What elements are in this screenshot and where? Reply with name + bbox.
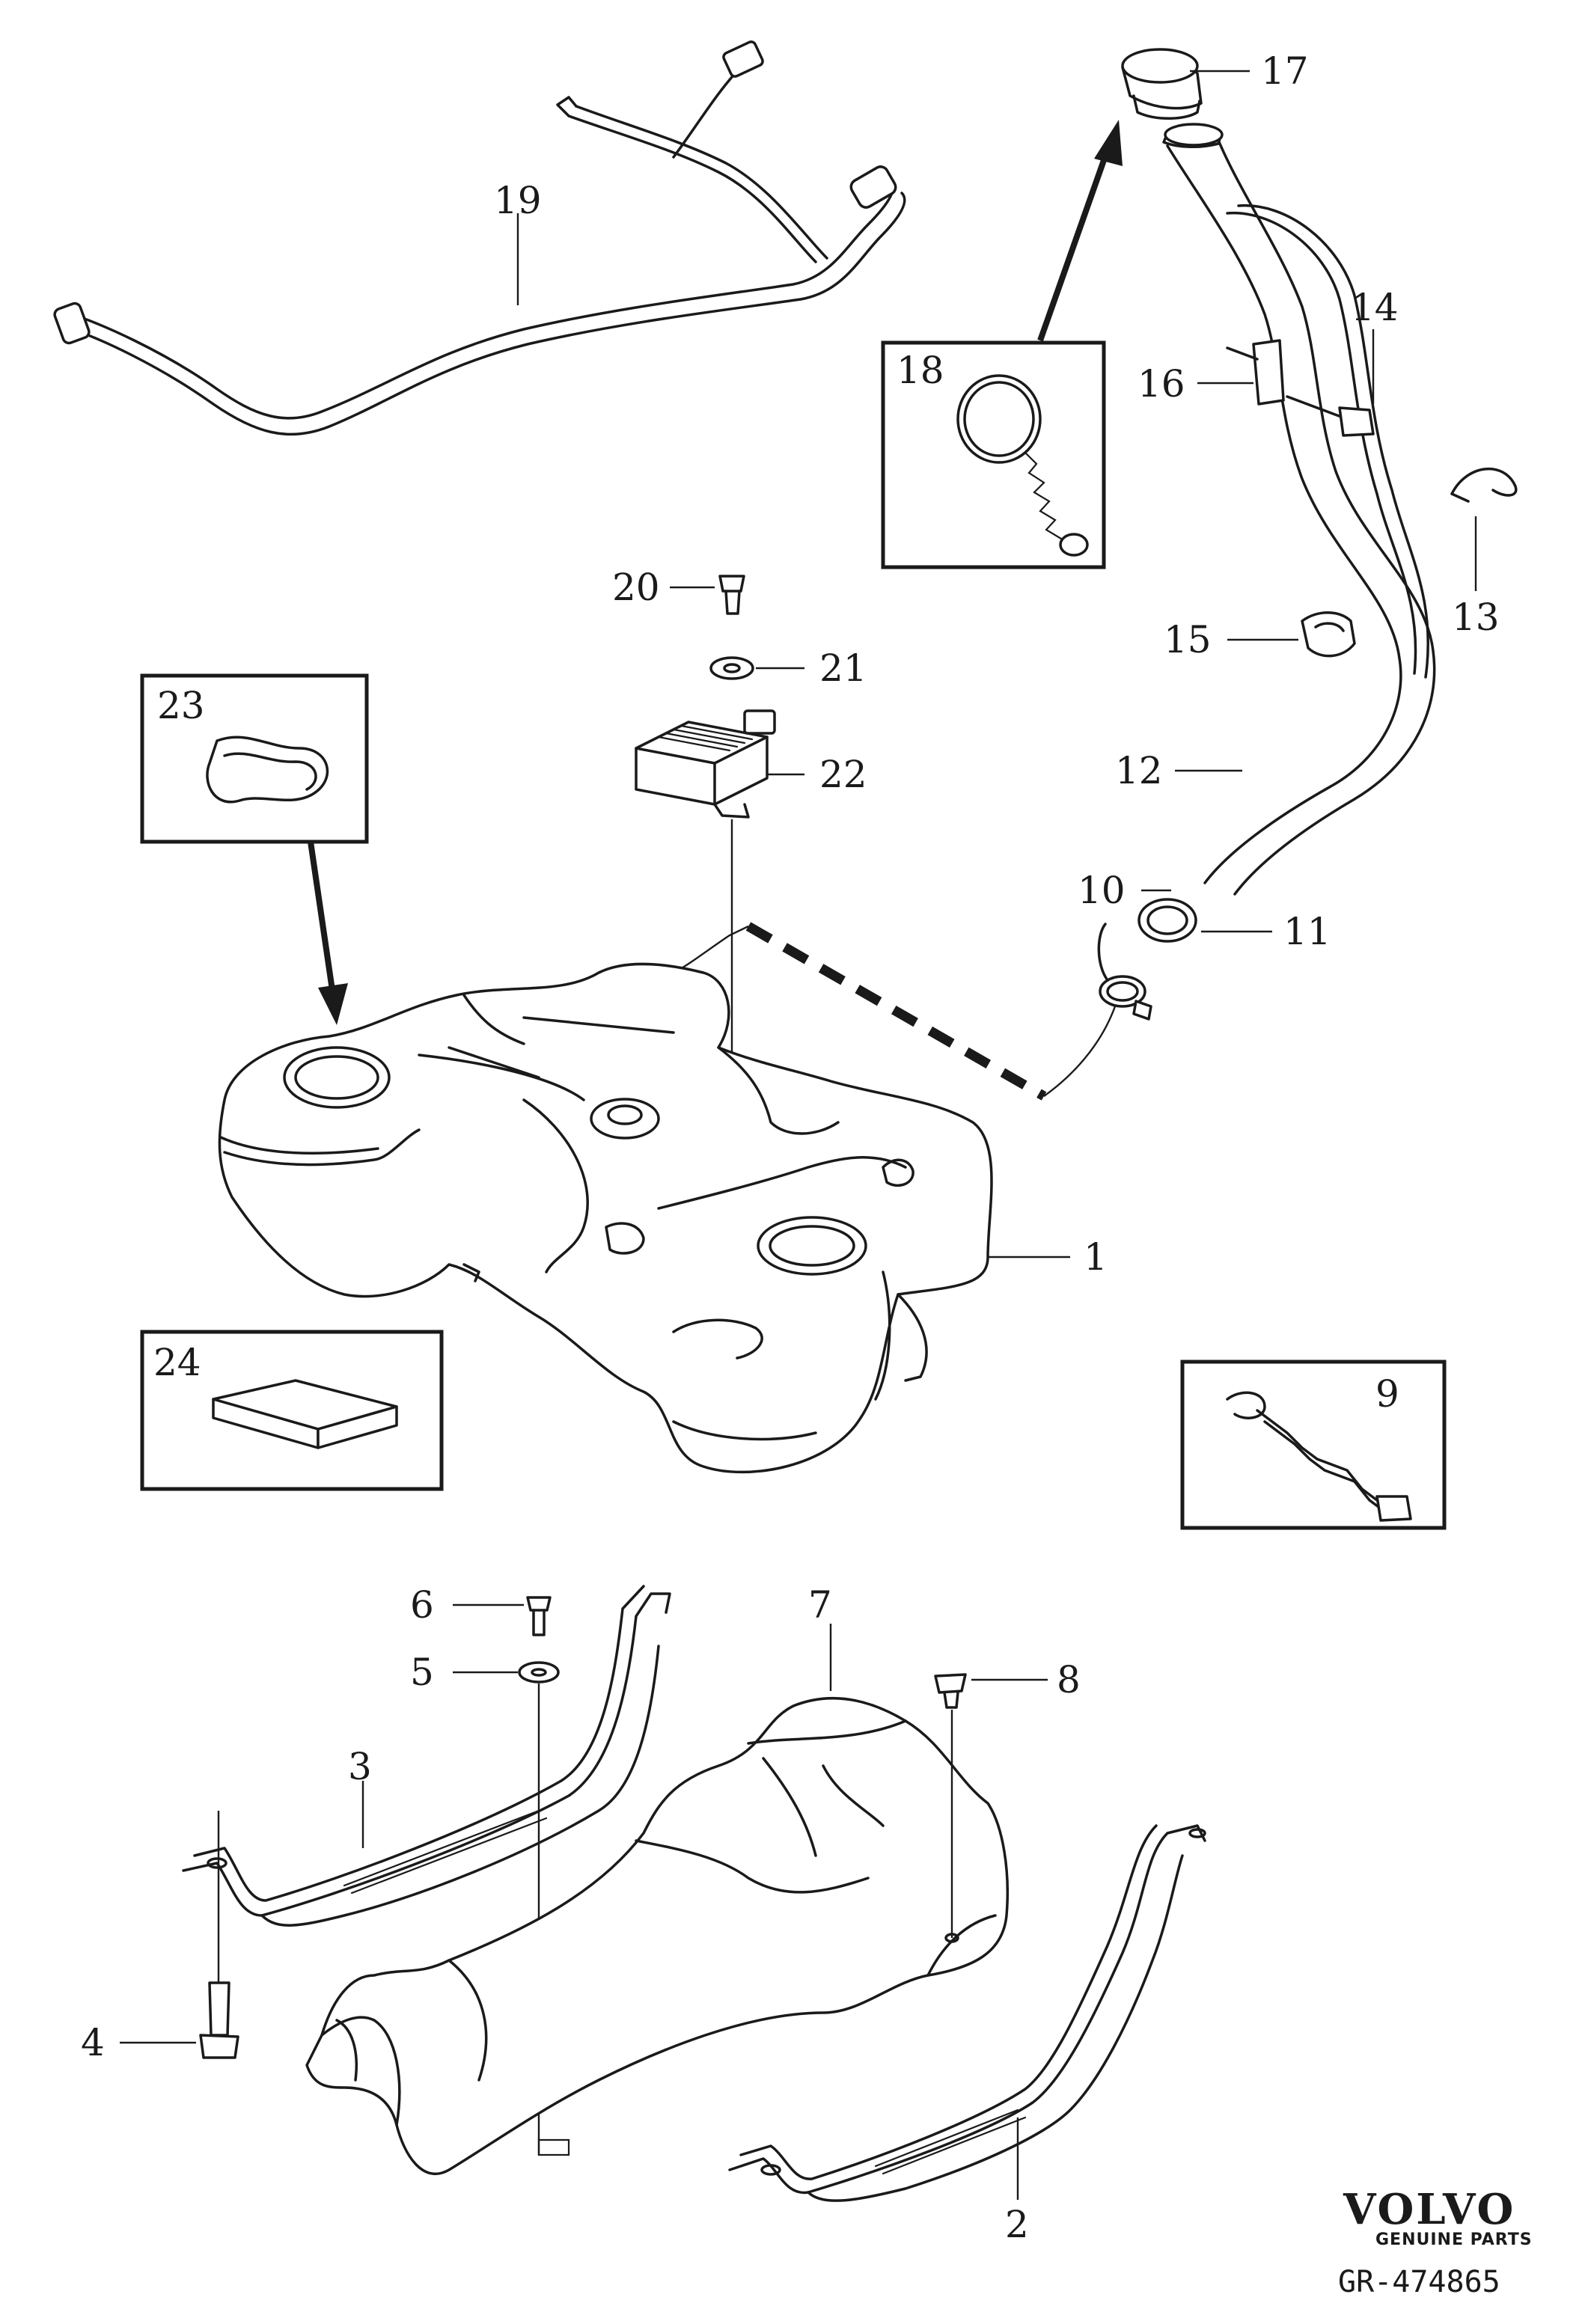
callout-16: 16 xyxy=(1137,362,1185,406)
inset-9[interactable]: 9 xyxy=(1180,1360,1447,1530)
part-20-screw[interactable]: 20 xyxy=(612,566,745,615)
callout-14: 14 xyxy=(1351,286,1399,329)
callout-6: 6 xyxy=(410,1583,434,1627)
callout-11: 11 xyxy=(1283,910,1331,953)
part-15-clamp[interactable]: 15 xyxy=(1164,611,1356,661)
callout-7: 7 xyxy=(808,1583,832,1627)
callout-24: 24 xyxy=(153,1341,201,1384)
brand-tagline: GENUINE PARTS xyxy=(1375,2230,1533,2249)
callout-1: 1 xyxy=(1084,1235,1108,1279)
callout-2: 2 xyxy=(1005,2203,1029,2246)
callout-13: 13 xyxy=(1452,596,1500,639)
part-22-control-module[interactable]: 22 xyxy=(635,709,867,819)
callout-17: 17 xyxy=(1261,49,1309,93)
part-17-filler-cap[interactable]: 17 xyxy=(1121,48,1309,120)
part-6-screw[interactable]: 6 xyxy=(410,1583,552,1636)
callout-12: 12 xyxy=(1115,749,1163,792)
part-3-strap[interactable]: 3 xyxy=(182,1585,671,1927)
inset-18[interactable]: 18 xyxy=(881,120,1123,569)
brand-name: VOLVO xyxy=(1343,2185,1515,2234)
part-13-clip[interactable]: 13 xyxy=(1450,467,1518,639)
inset-23[interactable]: 23 xyxy=(140,673,369,1025)
callout-10: 10 xyxy=(1078,869,1126,912)
part-14-bolt[interactable]: 14 xyxy=(1286,286,1399,437)
callout-5: 5 xyxy=(410,1651,434,1694)
part-2-strap[interactable]: 2 xyxy=(728,1824,1206,2246)
part-10-clamp[interactable]: 10 xyxy=(1078,869,1171,1021)
inset-24[interactable]: 24 xyxy=(140,1330,444,1491)
part-7-heat-shield[interactable]: 7 xyxy=(305,1583,1010,2176)
callout-15: 15 xyxy=(1164,618,1212,661)
callout-4: 4 xyxy=(81,2021,105,2064)
part-5-washer[interactable]: 5 xyxy=(410,1651,560,1694)
part-1-fuel-tank[interactable]: 1 xyxy=(218,962,1108,1474)
part-11-clamp[interactable]: 11 xyxy=(1137,898,1331,953)
callout-23: 23 xyxy=(157,684,205,727)
callout-3: 3 xyxy=(348,1745,372,1788)
callout-20: 20 xyxy=(612,566,660,609)
part-4-bolt[interactable]: 4 xyxy=(81,1811,239,2064)
callout-18: 18 xyxy=(897,349,944,392)
part-19-vapor-hose[interactable]: 19 xyxy=(53,40,906,436)
callout-21: 21 xyxy=(819,646,867,690)
part-12-filler-neck[interactable]: 12 xyxy=(1115,123,1436,896)
diagram-reference: GR-474865 xyxy=(1338,2265,1500,2299)
callout-8: 8 xyxy=(1057,1658,1081,1701)
callout-9: 9 xyxy=(1375,1372,1399,1416)
part-8-push-clip[interactable]: 8 xyxy=(934,1658,1081,1943)
callout-19: 19 xyxy=(494,179,542,222)
volvo-logo: VOLVO GENUINE PARTS xyxy=(1343,2185,1533,2249)
callout-22: 22 xyxy=(819,753,867,796)
part-21-washer[interactable]: 21 xyxy=(709,646,867,690)
routing-dashed-line xyxy=(745,922,1047,1101)
part-16-bracket[interactable]: 16 xyxy=(1137,339,1285,406)
